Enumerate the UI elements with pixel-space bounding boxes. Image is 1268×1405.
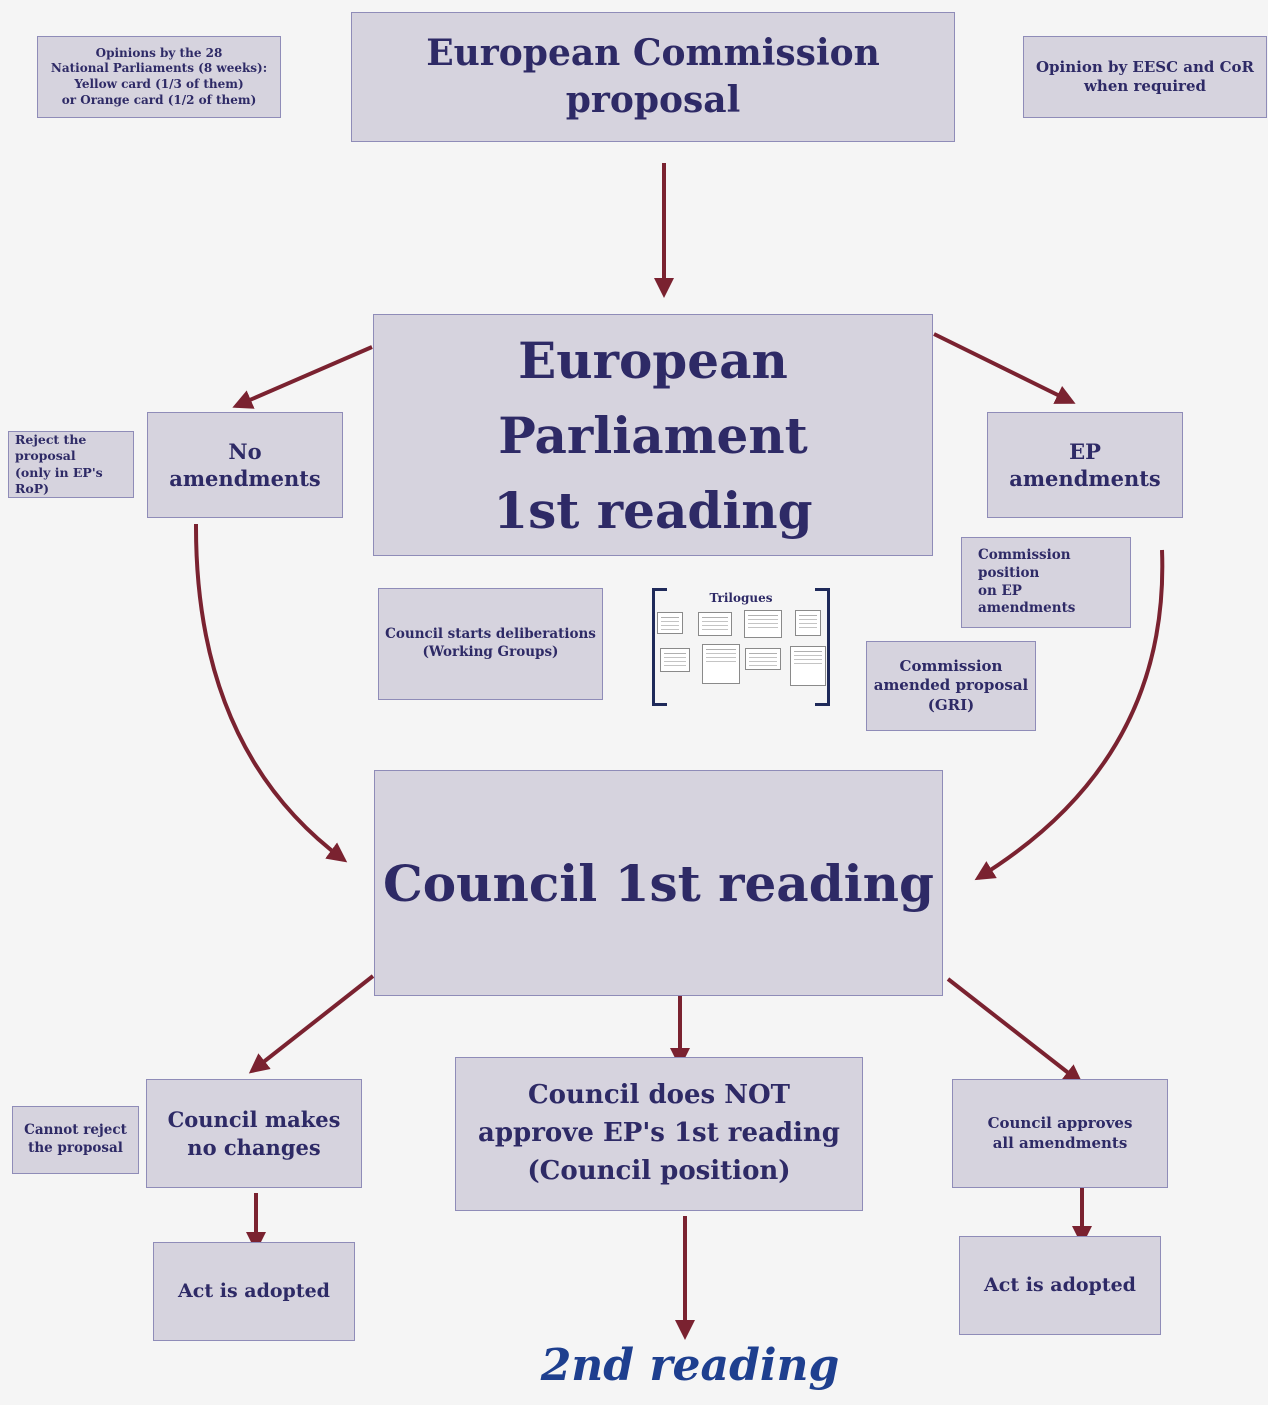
trilogue-mini-card [657, 612, 683, 634]
reject-proposal-box: Reject the proposal (only in EP's RoP) [8, 431, 134, 498]
commission-proposal-box: European Commission proposal [351, 12, 955, 142]
arrow-ep-to-ep-amendments [933, 332, 1076, 404]
trilogues-title: Trilogues [709, 591, 773, 605]
ep-first-reading-box: European Parliament 1st reading [373, 314, 933, 556]
act-adopted-right-box: Act is adopted [959, 1236, 1161, 1335]
second-reading-label: 2nd reading [540, 1340, 840, 1391]
trilogue-mini-card [698, 612, 732, 636]
no-amendments-box: No amendments [147, 412, 343, 518]
trilogue-mini-card [795, 610, 821, 636]
ep-amendments-box: EP amendments [987, 412, 1183, 518]
trilogue-mini-card [660, 648, 690, 672]
eesc-cor-opinion-box: Opinion by EESC and CoR when required [1023, 36, 1267, 118]
council-first-reading-box: Council 1st reading [374, 770, 943, 996]
arrow-council-to-no-changes [248, 974, 375, 1074]
arrow-no-amendments-to-council [193, 523, 348, 863]
commission-position-box: Commission position on EP amendments [961, 537, 1131, 628]
arrow-ep-to-no-amendments [232, 345, 373, 409]
council-no-changes-box: Council makes no changes [146, 1079, 362, 1188]
trilogue-mini-card [745, 648, 781, 670]
arrow-council-to-approves [946, 977, 1084, 1085]
trilogue-mini-card [702, 644, 740, 684]
national-parliaments-opinion-box: Opinions by the 28 National Parliaments … [37, 36, 281, 118]
council-not-approve-box: Council does NOT approve EP's 1st readin… [455, 1057, 863, 1211]
commission-amended-proposal-box: Commission amended proposal (GRI) [866, 641, 1036, 731]
cannot-reject-box: Cannot reject the proposal [12, 1106, 139, 1174]
council-approves-box: Council approves all amendments [952, 1079, 1168, 1188]
council-deliberations-box: Council starts deliberations (Working Gr… [378, 588, 603, 700]
trilogues-left-bracket [652, 588, 667, 706]
trilogues-right-bracket [815, 588, 830, 706]
act-adopted-left-box: Act is adopted [153, 1242, 355, 1341]
trilogue-mini-card [744, 610, 782, 638]
trilogue-mini-card [790, 646, 826, 686]
trilogues-thumbnail: Trilogues [652, 588, 830, 706]
